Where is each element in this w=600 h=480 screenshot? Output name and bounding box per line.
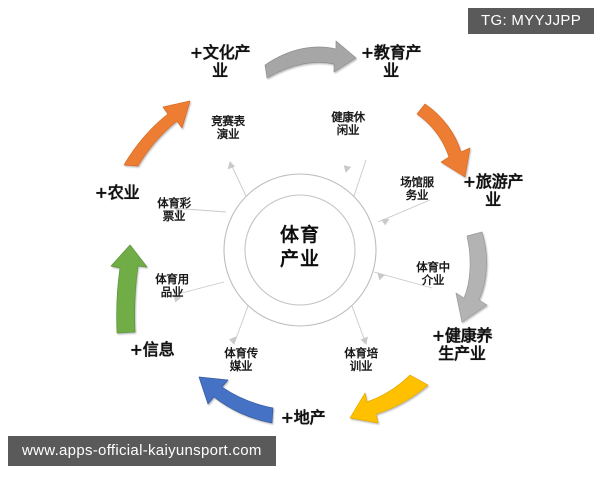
arrow-gray-top <box>264 40 357 79</box>
spoke-arrowhead <box>377 272 386 281</box>
watermark-top-right: TG: MYYJJPP <box>468 8 594 34</box>
spoke-arrowhead <box>173 294 182 303</box>
spokes <box>169 159 433 345</box>
arrow-orange-left <box>123 100 191 167</box>
spoke-competition <box>229 161 247 197</box>
inner-ring <box>244 194 356 306</box>
spoke-goods <box>169 281 225 297</box>
spoke-arrowhead <box>360 336 368 345</box>
center-rings <box>223 173 377 327</box>
arrow-blue <box>198 376 274 424</box>
spoke-arrowhead <box>227 161 235 170</box>
spoke-arrowhead <box>175 207 183 217</box>
spoke-media <box>233 305 249 345</box>
spoke-leisure <box>353 159 367 197</box>
arrow-orange-right <box>416 103 471 178</box>
spoke-venue <box>377 199 431 223</box>
spoke-training <box>351 305 367 345</box>
watermark-bottom-left: www.apps-official-kaiyunsport.com <box>8 436 276 466</box>
spoke-arrowhead <box>229 336 237 345</box>
spoke-lottery <box>171 207 227 213</box>
spoke-arrowhead <box>381 218 390 226</box>
arrow-yellow <box>349 374 429 424</box>
arrow-gray-right <box>455 231 488 323</box>
spoke-arrowhead <box>343 165 352 173</box>
arrow-green <box>110 244 148 334</box>
